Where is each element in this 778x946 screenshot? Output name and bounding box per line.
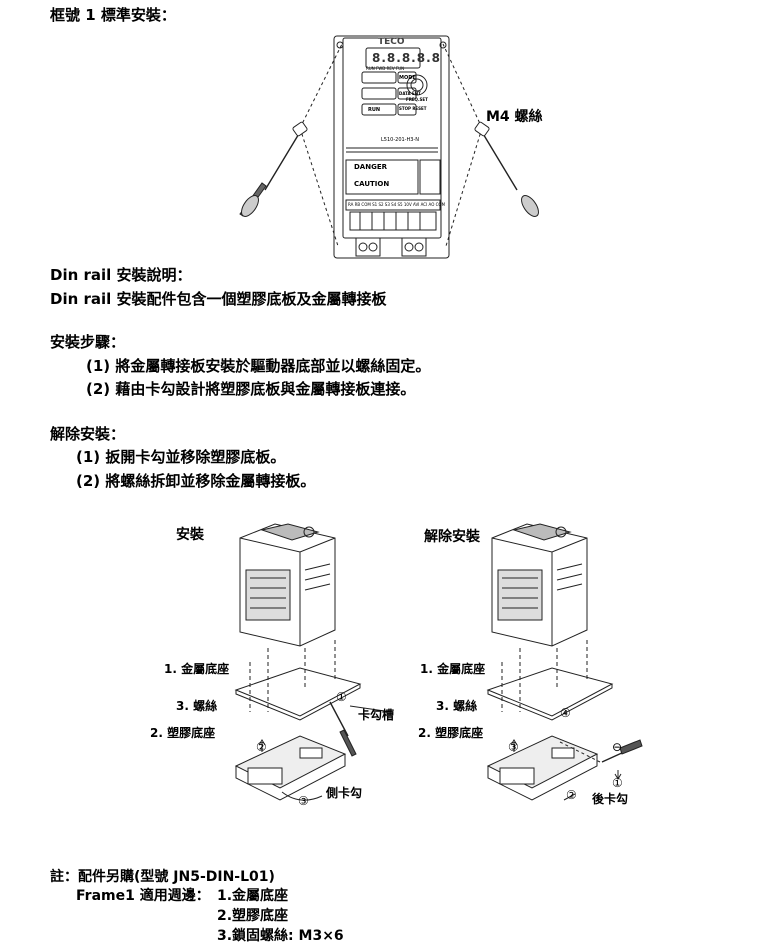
mount-hole-top-left bbox=[336, 41, 344, 49]
remove-title: 解除安裝： bbox=[50, 425, 126, 443]
remove-diagram-title: 解除安裝 bbox=[424, 529, 480, 545]
install-diagram-title: 安裝 bbox=[176, 527, 204, 543]
diagram-install bbox=[234, 523, 393, 801]
install-step-2: (2) 藉由卡勾設計將塑膠底板與金屬轉接板連接。 bbox=[86, 380, 416, 398]
din-title: Din rail 安裝說明： bbox=[50, 266, 192, 284]
note-item-3: 3.鎖固螺絲: M3×6 bbox=[217, 928, 344, 944]
brand-logo: TECO bbox=[378, 37, 405, 47]
note-frame-label: Frame1 適用週邊： bbox=[76, 888, 210, 904]
key-stop-label: STOP RESET bbox=[399, 106, 427, 111]
terminal-strip bbox=[345, 199, 441, 211]
key-stop bbox=[397, 103, 417, 116]
danger-label: DANGER bbox=[354, 163, 388, 171]
remove-step-mark-4: ④ bbox=[560, 706, 571, 720]
model-label: L510-201-H3-N bbox=[381, 137, 419, 143]
install-title: 安裝步驟： bbox=[50, 333, 126, 351]
key-run-label: RUN bbox=[368, 107, 381, 113]
remove-step-mark-2: ② bbox=[566, 788, 577, 802]
freq-knob bbox=[406, 74, 428, 96]
m4-screw-label: M4 螺絲 bbox=[486, 109, 543, 125]
install-step-mark-1: ① bbox=[336, 690, 347, 704]
install-step-mark-2: ② bbox=[256, 740, 267, 754]
section-title: 框號 1 標準安裝： bbox=[50, 6, 176, 24]
diagram-remove bbox=[486, 523, 643, 801]
screwdriver-left bbox=[239, 121, 308, 217]
remove-screw-label: 3. 螺絲 bbox=[436, 699, 478, 713]
mounting-bracket bbox=[333, 35, 450, 259]
drive-body bbox=[342, 37, 442, 239]
display-digits: 8.8.8.8.8 bbox=[372, 51, 441, 65]
install-step-mark-3: ③ bbox=[298, 794, 309, 808]
install-metal-base-label: 1. 金屬底座 bbox=[164, 662, 230, 676]
remove-minus-mark: ⊖ bbox=[612, 740, 623, 754]
caution-label: CAUTION bbox=[354, 180, 390, 188]
key-freq-label: FREQ.SET bbox=[406, 97, 428, 102]
terminal-labels: RA RB COM S1 S2 S3 S4 S5 10V AVI ACI AO … bbox=[348, 202, 446, 207]
display-window bbox=[365, 47, 421, 69]
install-screw-label: 3. 螺絲 bbox=[176, 699, 218, 713]
install-plastic-base-label: 2. 塑膠底座 bbox=[150, 726, 216, 740]
key-ent-label: DATA ENT bbox=[399, 91, 421, 96]
note-line-1: 註：配件另購(型號 JN5-DIN-L01) bbox=[50, 869, 275, 885]
screwdriver-right bbox=[474, 121, 539, 217]
remove-step-mark-1: ① bbox=[612, 776, 623, 790]
remove-step-2: (2) 將螺絲拆卸並移除金屬轉接板。 bbox=[76, 472, 316, 490]
install-slot-label: 卡勾槽 bbox=[358, 708, 395, 722]
key-mode-label: MODE bbox=[399, 75, 416, 81]
key-run bbox=[361, 103, 397, 116]
remove-plastic-base-label: 2. 塑膠底座 bbox=[418, 726, 484, 740]
install-side-hook-label: 側卡勾 bbox=[326, 786, 363, 800]
key-down bbox=[361, 87, 397, 100]
warning-icon bbox=[419, 159, 441, 195]
remove-step-mark-3: ③ bbox=[508, 740, 519, 754]
warning-label bbox=[345, 159, 419, 195]
remove-step-1: (1) 扳開卡勾並移除塑膠底板。 bbox=[76, 448, 286, 466]
power-terminal-right bbox=[401, 237, 427, 257]
note-item-2: 2.塑膠底座 bbox=[217, 908, 289, 924]
power-terminal-left bbox=[355, 237, 381, 257]
terminal-block bbox=[349, 211, 437, 231]
install-step-1: (1) 將金屬轉接板安裝於驅動器底部並以螺絲固定。 bbox=[86, 357, 431, 375]
note-item-1: 1.金屬底座 bbox=[217, 888, 289, 904]
din-desc: Din rail 安裝配件包含一個塑膠底板及金屬轉接板 bbox=[50, 290, 387, 308]
remove-metal-base-label: 1. 金屬底座 bbox=[420, 662, 486, 676]
mount-hole-top-right bbox=[439, 41, 447, 49]
remove-rear-hook-label: 後卡勾 bbox=[592, 792, 629, 806]
key-up bbox=[361, 71, 397, 84]
status-indicators: RUN FWD REV FUN bbox=[366, 66, 405, 71]
